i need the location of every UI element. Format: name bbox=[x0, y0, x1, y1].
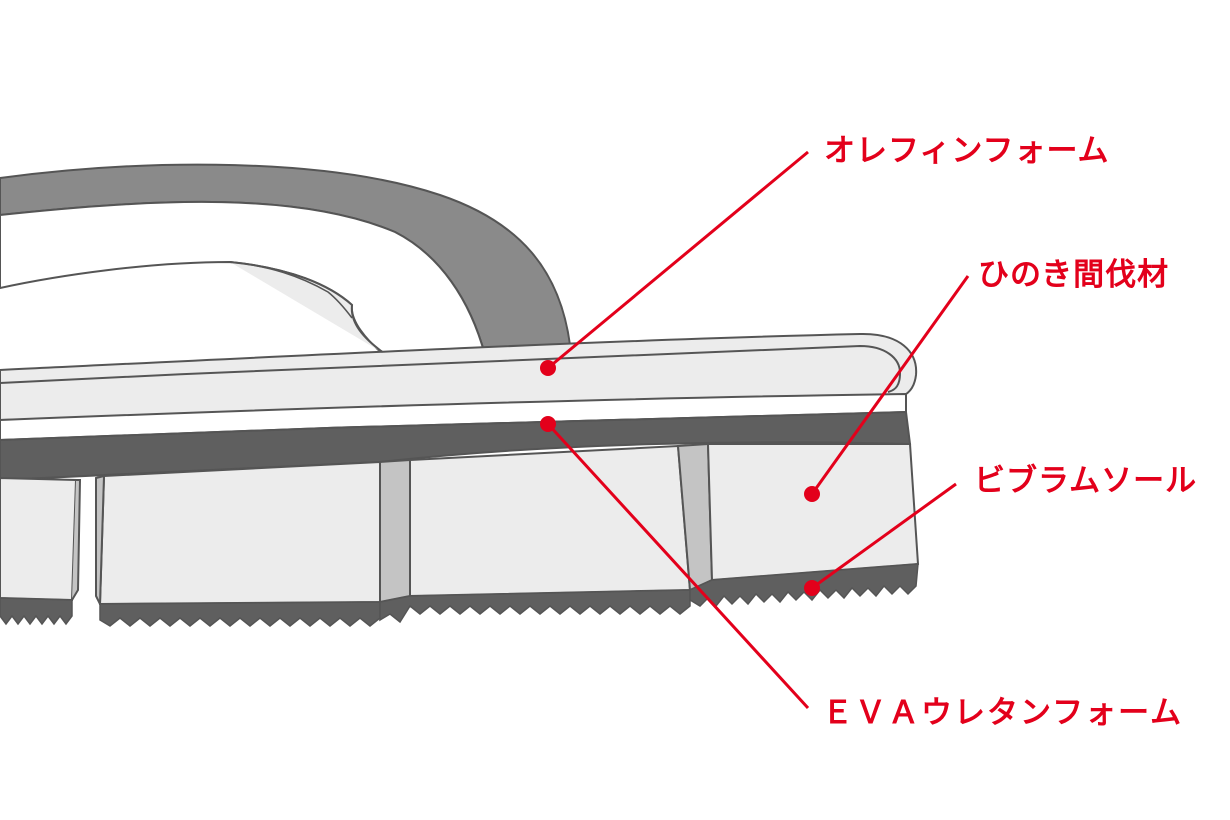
marker-dot-eva bbox=[540, 416, 556, 432]
marker-dot-hinoki bbox=[804, 486, 820, 502]
marker-dot-vibram bbox=[804, 580, 820, 596]
sole-block-4 bbox=[706, 443, 920, 582]
label-hinoki-wood: ひのき間伐材 bbox=[978, 257, 1170, 293]
label-olefin-foam: オレフィンフォーム bbox=[824, 133, 1110, 169]
label-eva-urethane-foam: ＥＶＡウレタンフォーム bbox=[822, 695, 1184, 731]
label-vibram-sole: ビブラムソール bbox=[974, 463, 1198, 499]
leader-line-vibram bbox=[811, 482, 957, 590]
tread-4 bbox=[689, 563, 919, 608]
eva-urethane-layer bbox=[0, 410, 912, 482]
sole-block-1 bbox=[0, 476, 78, 602]
leader-line-hinoki bbox=[810, 275, 970, 495]
tread-2 bbox=[99, 601, 381, 627]
strap-curl bbox=[229, 261, 389, 357]
tread-1 bbox=[0, 597, 73, 626]
leader-line-olefin bbox=[547, 150, 809, 370]
tread-3 bbox=[379, 589, 691, 624]
sole-block-3 bbox=[409, 444, 692, 598]
marker-dot-olefin bbox=[540, 360, 556, 376]
sole-block-2 bbox=[98, 460, 381, 606]
leader-line-eva bbox=[546, 422, 810, 710]
